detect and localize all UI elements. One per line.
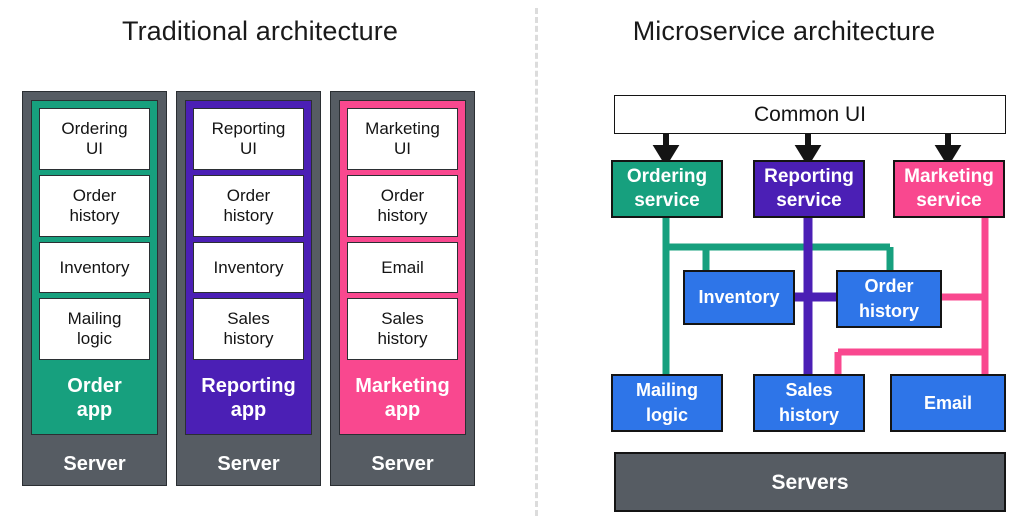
module-email: Email [347,242,458,293]
module-line2: UI [240,139,257,158]
module-line1: Order [226,186,271,205]
servers-bar: Servers [614,452,1006,512]
module-line2: logic [77,329,112,348]
module-line2: UI [393,139,411,158]
service-line2: service [916,190,982,211]
data-store-line1: Sales [785,380,833,400]
app-label-line2: app [76,398,113,421]
module-line1: Sales [227,309,270,328]
data-store-line1: Mailing [636,380,698,400]
data-store-mailing-logic[interactable]: Mailing logic [611,374,723,432]
app-label-line2: app [384,398,421,421]
service-line2: service [634,190,700,211]
app-label-line1: Order [67,374,122,397]
module-line1: Ordering [61,119,128,138]
server-label: Server [371,452,434,475]
data-store-line1: Order [864,276,914,296]
common-ui-box[interactable]: Common UI [614,95,1006,134]
data-store-line2: history [778,405,839,425]
module-line2: UI [85,139,103,158]
right-panel-title: Microservice architecture [632,16,936,46]
module-line1: Sales [381,309,424,328]
data-store-email[interactable]: Email [890,374,1006,432]
service-line1: Reporting [764,166,854,187]
data-store-line1: Email [923,392,973,413]
module-inventory: Inventory [39,242,150,293]
app-label-line1: Reporting [201,374,296,397]
module-line1: Email [381,257,424,277]
service-line1: Marketing [904,166,994,187]
app-label-line1: Marketing [355,374,450,397]
left-panel-title: Traditional architecture [121,16,399,46]
panel-divider [535,8,538,516]
app-label-line2: app [230,398,267,421]
module-inventory: Inventory [193,242,304,293]
data-store-line2: logic [645,405,688,425]
data-store-line2: history [858,301,919,321]
module-line2: history [223,329,274,348]
module-line1: Inventory [59,257,130,277]
server-label: Server [63,452,126,475]
module-line1: Order [72,186,117,205]
module-line1: Reporting [211,119,286,138]
server-label: Server [217,452,280,475]
data-store-line1: Inventory [698,287,780,307]
service-ordering[interactable]: Ordering service [611,160,723,218]
service-line1: Ordering [626,166,708,187]
module-line2: history [69,206,120,225]
service-marketing[interactable]: Marketing service [893,160,1005,218]
module-line2: history [377,329,428,348]
module-line2: history [377,206,428,225]
module-line1: Order [380,186,425,205]
module-line1: Marketing [365,119,440,138]
module-line2: history [223,206,274,225]
service-reporting[interactable]: Reporting service [753,160,865,218]
service-line2: service [776,190,842,211]
data-store-inventory[interactable]: Inventory [683,270,795,325]
module-line1: Mailing [67,309,122,328]
data-store-order-history[interactable]: Order history [836,270,942,328]
data-store-sales-history[interactable]: Sales history [753,374,865,432]
module-line1: Inventory [213,257,284,277]
